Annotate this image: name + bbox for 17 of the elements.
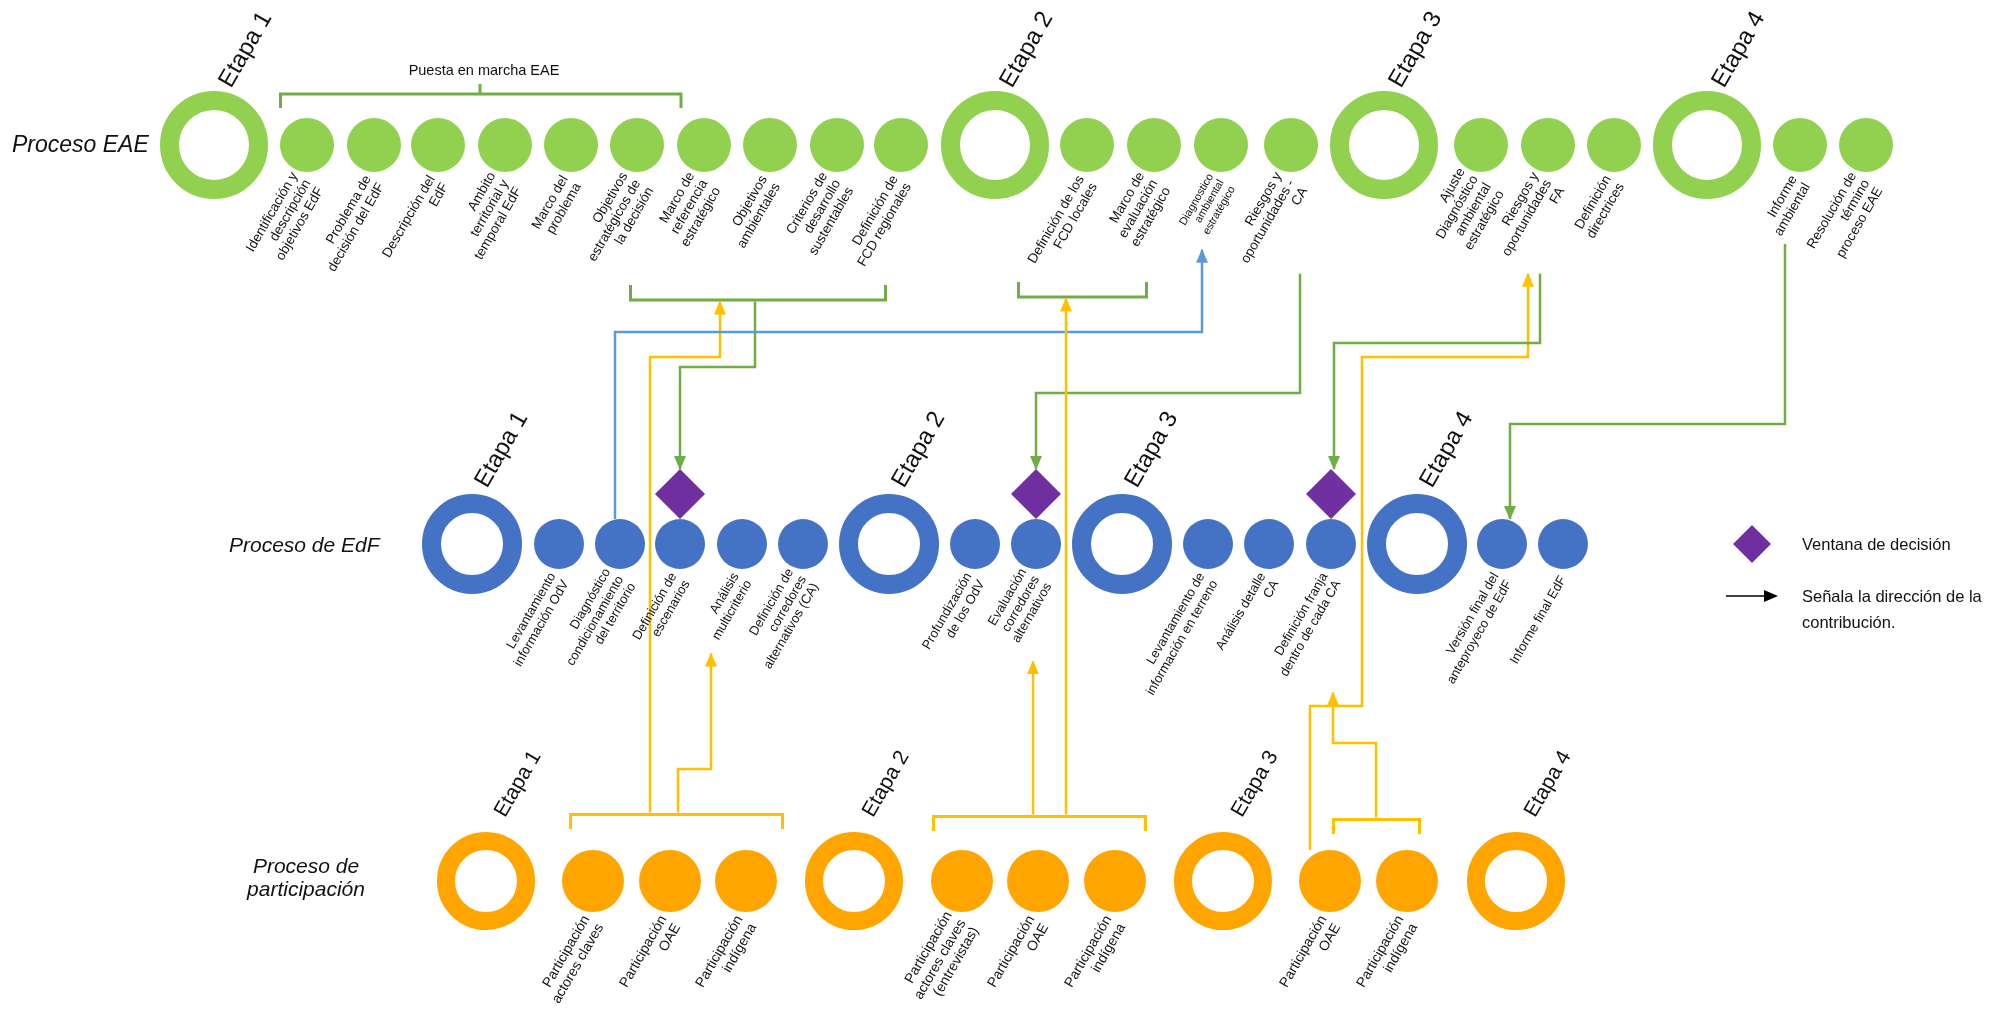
row-label: Proceso de participación <box>245 853 366 901</box>
arrow <box>1327 691 1378 818</box>
row-label: Proceso de EdF <box>229 533 382 557</box>
arrow <box>648 300 726 813</box>
arrow <box>674 301 757 470</box>
arrow <box>1060 297 1072 815</box>
row-label: Proceso EAE <box>12 132 150 158</box>
arrow <box>613 248 1208 519</box>
arrow <box>1328 273 1542 470</box>
arrow <box>1504 243 1787 520</box>
arrow <box>1030 273 1302 470</box>
legend-label: Ventana de decisión <box>1802 534 1952 555</box>
arrow <box>1027 660 1039 815</box>
bracket-label: Puesta en marcha EAE <box>407 62 561 79</box>
arrow <box>676 652 717 813</box>
arrow <box>1308 272 1534 850</box>
legend-label: Señala la dirección de la contribución. <box>1802 586 1982 634</box>
